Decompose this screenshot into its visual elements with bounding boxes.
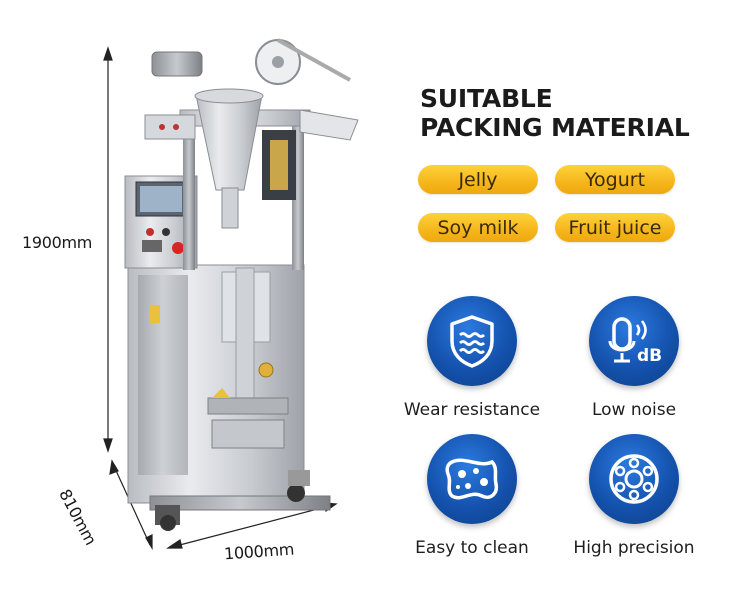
height-dimension-label: 1900mm — [22, 233, 93, 252]
section-title: SUITABLE PACKING MATERIAL — [420, 84, 690, 142]
packing-machine-illustration — [103, 38, 359, 551]
dimension-lines — [103, 46, 338, 551]
title-line-2: PACKING MATERIAL — [420, 113, 690, 142]
material-pill-fruit-juice: Fruit juice — [555, 213, 675, 242]
feature-low-noise: dB Low noise — [549, 296, 719, 420]
material-pill-soy-milk: Soy milk — [418, 213, 538, 242]
feature-label: High precision — [573, 538, 695, 558]
wave-shield-icon — [427, 296, 517, 386]
feature-label: Low noise — [591, 400, 677, 420]
feature-easy-to-clean: Easy to clean — [387, 434, 557, 558]
feature-label: Wear resistance — [403, 400, 541, 420]
hopper — [195, 94, 263, 191]
material-pill-jelly: Jelly — [418, 165, 538, 194]
feature-wear-resistance: Wear resistance — [387, 296, 557, 420]
svg-text:dB: dB — [637, 346, 662, 366]
machine-base — [149, 495, 331, 511]
feature-high-precision: High precision — [549, 434, 719, 558]
feature-label: Easy to clean — [415, 538, 529, 558]
microphone-db-icon: dB — [589, 296, 679, 386]
material-pill-yogurt: Yogurt — [555, 165, 675, 194]
bearing-icon — [589, 434, 679, 524]
title-line-1: SUITABLE — [420, 84, 553, 113]
sponge-icon — [427, 434, 517, 524]
